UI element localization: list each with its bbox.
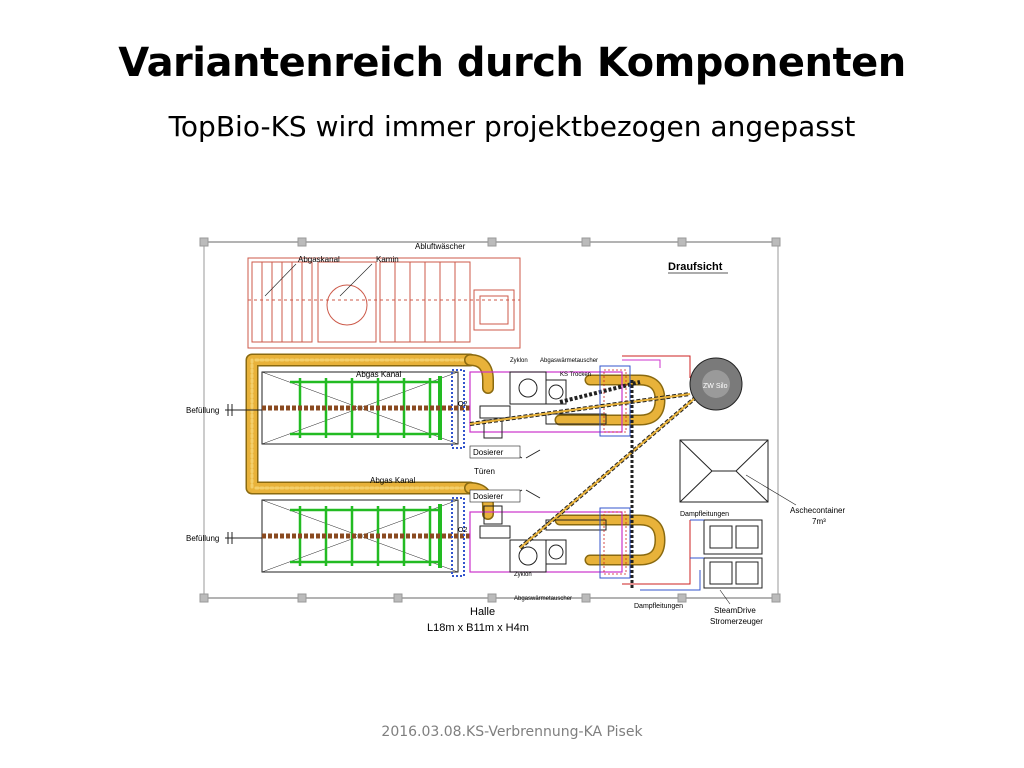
- label-aschecontainer-2: 7m³: [812, 517, 826, 526]
- label-steamdrive-2: Stromerzeuger: [710, 617, 763, 626]
- aschecontainer: [679, 439, 797, 506]
- combustion-chamber-bottom: [261, 497, 470, 577]
- label-silo: ZW Silo: [703, 383, 728, 390]
- label-befuellung-1: Befüllung: [186, 406, 219, 415]
- label-dosierer-1: Dosierer: [473, 448, 504, 457]
- label-o2-1: O2: [458, 401, 467, 408]
- label-tueren: Türen: [474, 467, 495, 476]
- label-dosierer-2: Dosierer: [473, 492, 504, 501]
- steamdrive-units: [690, 519, 763, 605]
- label-befuellung-2: Befüllung: [186, 534, 219, 543]
- flue-gas-pipes: [245, 353, 666, 566]
- befuellung-feeders: [225, 404, 262, 544]
- label-kamin: Kamin: [376, 255, 399, 264]
- label-ks-trocken: KS Trocken: [560, 372, 591, 378]
- conveyor-lines: [469, 380, 697, 590]
- label-abluftwaescher: Abluftwäscher: [415, 242, 466, 251]
- label-halle-1: Halle: [470, 606, 495, 618]
- label-draufsicht: Draufsicht: [668, 261, 723, 273]
- zw-silo: [689, 357, 743, 411]
- label-abgaswaermetauscher-bottom: Abgaswärmetauscher: [514, 596, 572, 602]
- label-dampfleitungen-2: Dampfleitungen: [634, 603, 683, 610]
- slide-title: Variantenreich durch Komponenten: [118, 40, 906, 86]
- label-dampfleitungen-1: Dampfleitungen: [680, 511, 729, 518]
- hall-walls: [199, 237, 781, 603]
- combustion-chamber-top: [261, 369, 470, 449]
- label-halle-2: L18m x B11m x H4m: [427, 622, 529, 634]
- label-zyklon-top: Zyklon: [510, 358, 528, 364]
- label-abgas-kanal-2: Abgas Kanal: [370, 476, 416, 485]
- slide-footer: 2016.03.08.KS-Verbrennung-KA Pisek: [381, 724, 643, 740]
- slide-subtitle: TopBio-KS wird immer projektbezogen ange…: [168, 110, 856, 143]
- label-abgas-kanal-1: Abgas Kanal: [356, 370, 402, 379]
- label-abgaswaermetauscher-top: Abgaswärmetauscher: [540, 358, 598, 364]
- outline-piping: [622, 355, 701, 591]
- label-o2-2: O2: [458, 527, 467, 534]
- abluftwaescher-unit: [247, 257, 521, 349]
- label-zyklon-bottom: Zyklon: [514, 572, 532, 578]
- label-abgaskanal-top: Abgaskanal: [298, 255, 340, 264]
- label-aschecontainer-1: Aschecontainer: [790, 506, 845, 515]
- label-steamdrive-1: SteamDrive: [714, 606, 756, 615]
